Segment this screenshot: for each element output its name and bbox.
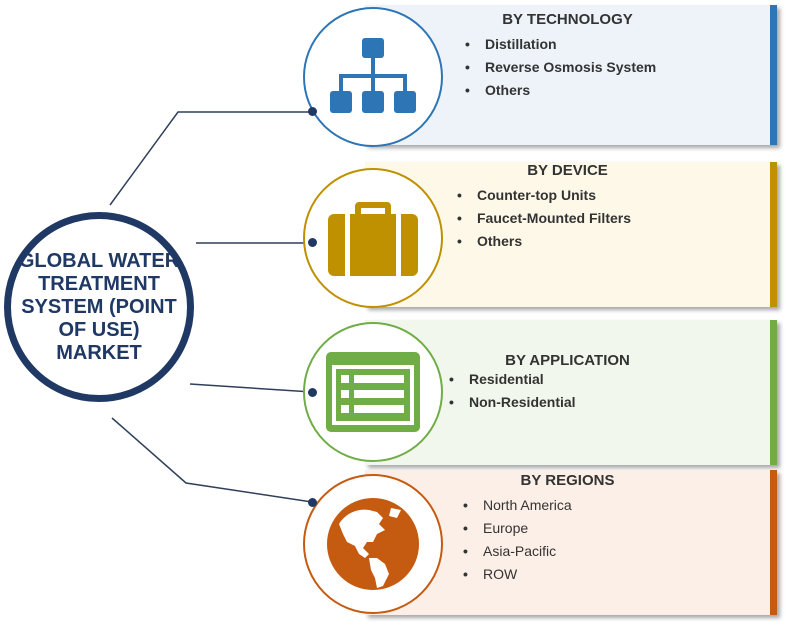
connector-regions — [111, 417, 313, 503]
list-item: North America — [463, 494, 572, 517]
icon-ring-application — [303, 322, 443, 462]
icon-ring-regions — [303, 474, 443, 614]
connector-application — [189, 383, 313, 393]
connector-dot — [308, 238, 317, 247]
connector-dot — [308, 107, 317, 116]
list-item: Others — [457, 230, 631, 253]
segment-title-device: BY DEVICE — [527, 162, 608, 179]
briefcase-icon — [328, 202, 418, 276]
list-item: ROW — [463, 563, 572, 586]
segment-title-technology: BY TECHNOLOGY — [502, 11, 633, 28]
market-hub-circle: GLOBAL WATER TREATMENT SYSTEM (POINT OF … — [4, 212, 194, 402]
list-document-icon — [326, 352, 420, 432]
connector-technology — [109, 111, 312, 206]
list-item: Faucet-Mounted Filters — [457, 207, 631, 230]
segment-list-technology: Distillation Reverse Osmosis System Othe… — [465, 33, 656, 102]
connector-dot — [308, 498, 317, 507]
icon-ring-device — [303, 168, 443, 308]
list-item: Europe — [463, 517, 572, 540]
segment-list-device: Counter-top Units Faucet-Mounted Filters… — [457, 184, 631, 253]
list-item: Distillation — [465, 33, 656, 56]
segment-title-regions: BY REGIONS — [520, 472, 615, 489]
connector-dot — [308, 388, 317, 397]
segment-title-application: BY APPLICATION — [505, 352, 630, 369]
globe-icon — [327, 498, 419, 590]
list-item: Residential — [449, 368, 576, 391]
segment-list-regions: North America Europe Asia-Pacific ROW — [463, 494, 572, 586]
list-item: Counter-top Units — [457, 184, 631, 207]
list-item: Asia-Pacific — [463, 540, 572, 563]
market-title: GLOBAL WATER TREATMENT SYSTEM (POINT OF … — [18, 249, 180, 364]
hierarchy-icon — [330, 38, 416, 113]
list-item: Reverse Osmosis System — [465, 56, 656, 79]
icon-ring-technology — [303, 7, 443, 147]
list-item: Non-Residential — [449, 391, 576, 414]
list-item: Others — [465, 79, 656, 102]
segment-list-application: Residential Non-Residential — [449, 368, 576, 414]
